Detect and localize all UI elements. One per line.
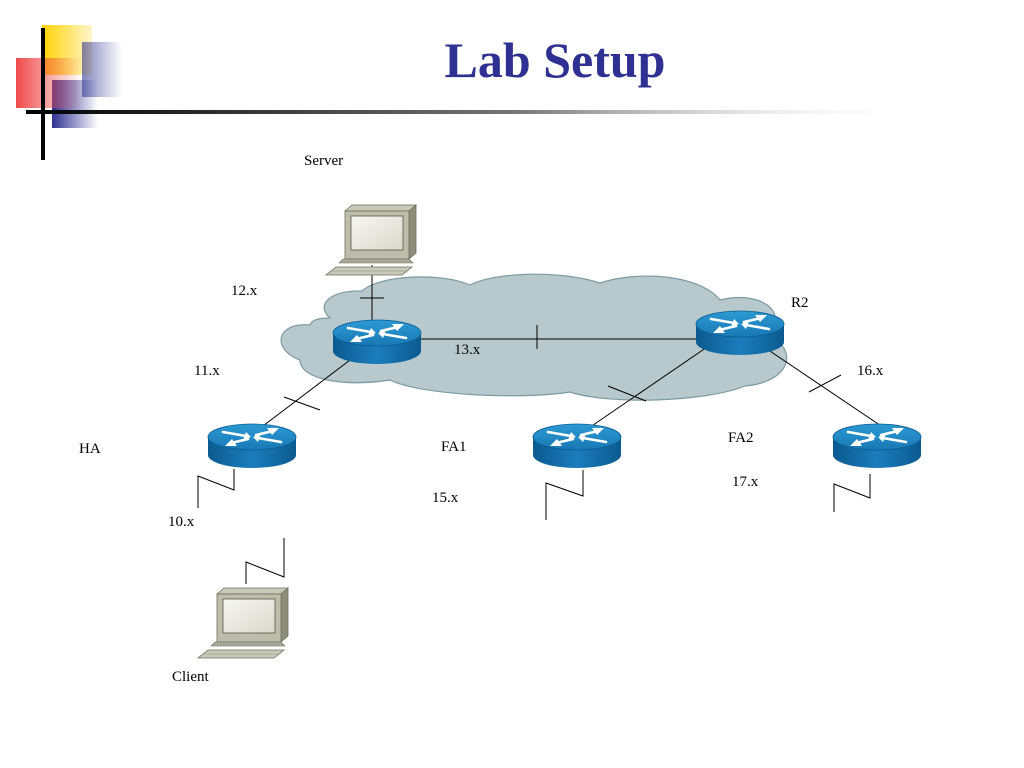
- router-ha-icon: [206, 422, 298, 470]
- tick-16: [808, 374, 842, 393]
- router-fa1-icon: [531, 422, 623, 470]
- label-net-16: 16.x: [857, 363, 884, 379]
- label-net-15: 15.x: [432, 490, 459, 506]
- router-r1-icon: [331, 318, 423, 366]
- deco-red-square: [16, 58, 82, 108]
- label-net-10: 10.x: [168, 514, 195, 530]
- router-fa2-icon: [831, 422, 923, 470]
- serial-link-client: [245, 538, 285, 584]
- label-client: Client: [172, 669, 209, 685]
- label-ha: HA: [79, 441, 101, 457]
- link-r2-fa2: [757, 342, 897, 437]
- label-fa1: FA1: [441, 439, 467, 455]
- deco-blue-bar: [82, 42, 122, 97]
- label-net-13: 13.x: [454, 342, 481, 358]
- link-r1-ha: [254, 353, 359, 433]
- deco-horizontal-line: [26, 110, 926, 114]
- slide-title: Lab Setup: [444, 32, 666, 88]
- label-fa2: FA2: [728, 430, 754, 446]
- label-server: Server: [304, 153, 344, 169]
- router-r2-icon: [694, 309, 786, 357]
- deco-vertical-line: [41, 28, 45, 160]
- serial-link-fa1: [545, 470, 584, 520]
- client-pc-icon: [197, 587, 289, 659]
- label-net-12: 12.x: [231, 283, 258, 299]
- label-net-17: 17.x: [732, 474, 759, 490]
- label-r2: R2: [791, 295, 809, 311]
- serial-link-fa2: [833, 474, 871, 512]
- link-r2-fa1: [579, 342, 714, 435]
- tick-15: [607, 385, 647, 402]
- server-pc-icon: [325, 204, 417, 276]
- serial-link-ha: [197, 469, 235, 508]
- tick-11: [283, 396, 321, 411]
- label-net-11: 11.x: [194, 363, 220, 379]
